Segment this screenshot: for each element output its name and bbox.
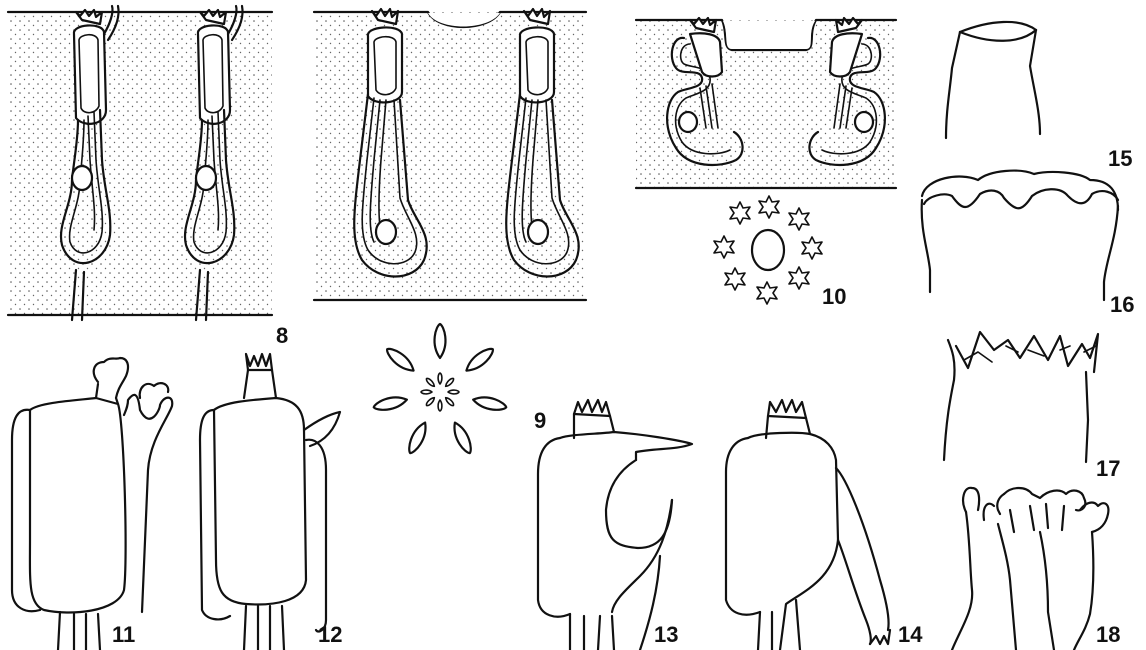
figure-14-drawing [726,400,890,650]
figure-label-18: 18 [1096,624,1120,646]
figure-10-section-ring [714,196,822,304]
figure-label-13: 13 [654,624,678,646]
figure-label-10: 10 [822,286,846,308]
figure-11-drawing [12,358,172,650]
figure-15-drawing [946,22,1040,138]
figure-label-8: 8 [276,325,288,347]
figure-label-15: 15 [1108,148,1132,170]
figure-10-drawing [636,18,896,304]
figure-label-11: 11 [112,624,135,646]
figure-8-drawing [8,6,272,320]
figure-17-drawing [944,332,1098,462]
figure-label-14: 14 [898,624,922,646]
figure-16-drawing [922,171,1118,300]
figure-13-drawing [538,400,692,650]
figure-label-17: 17 [1096,458,1120,480]
figure-18-drawing [952,488,1108,650]
figure-label-9: 9 [534,410,546,432]
tentacle-rosette-drawing [373,324,508,456]
figure-12-drawing [200,354,340,650]
figure-9-drawing [314,9,586,300]
figure-label-16: 16 [1110,294,1134,316]
figure-label-12: 12 [318,624,342,646]
